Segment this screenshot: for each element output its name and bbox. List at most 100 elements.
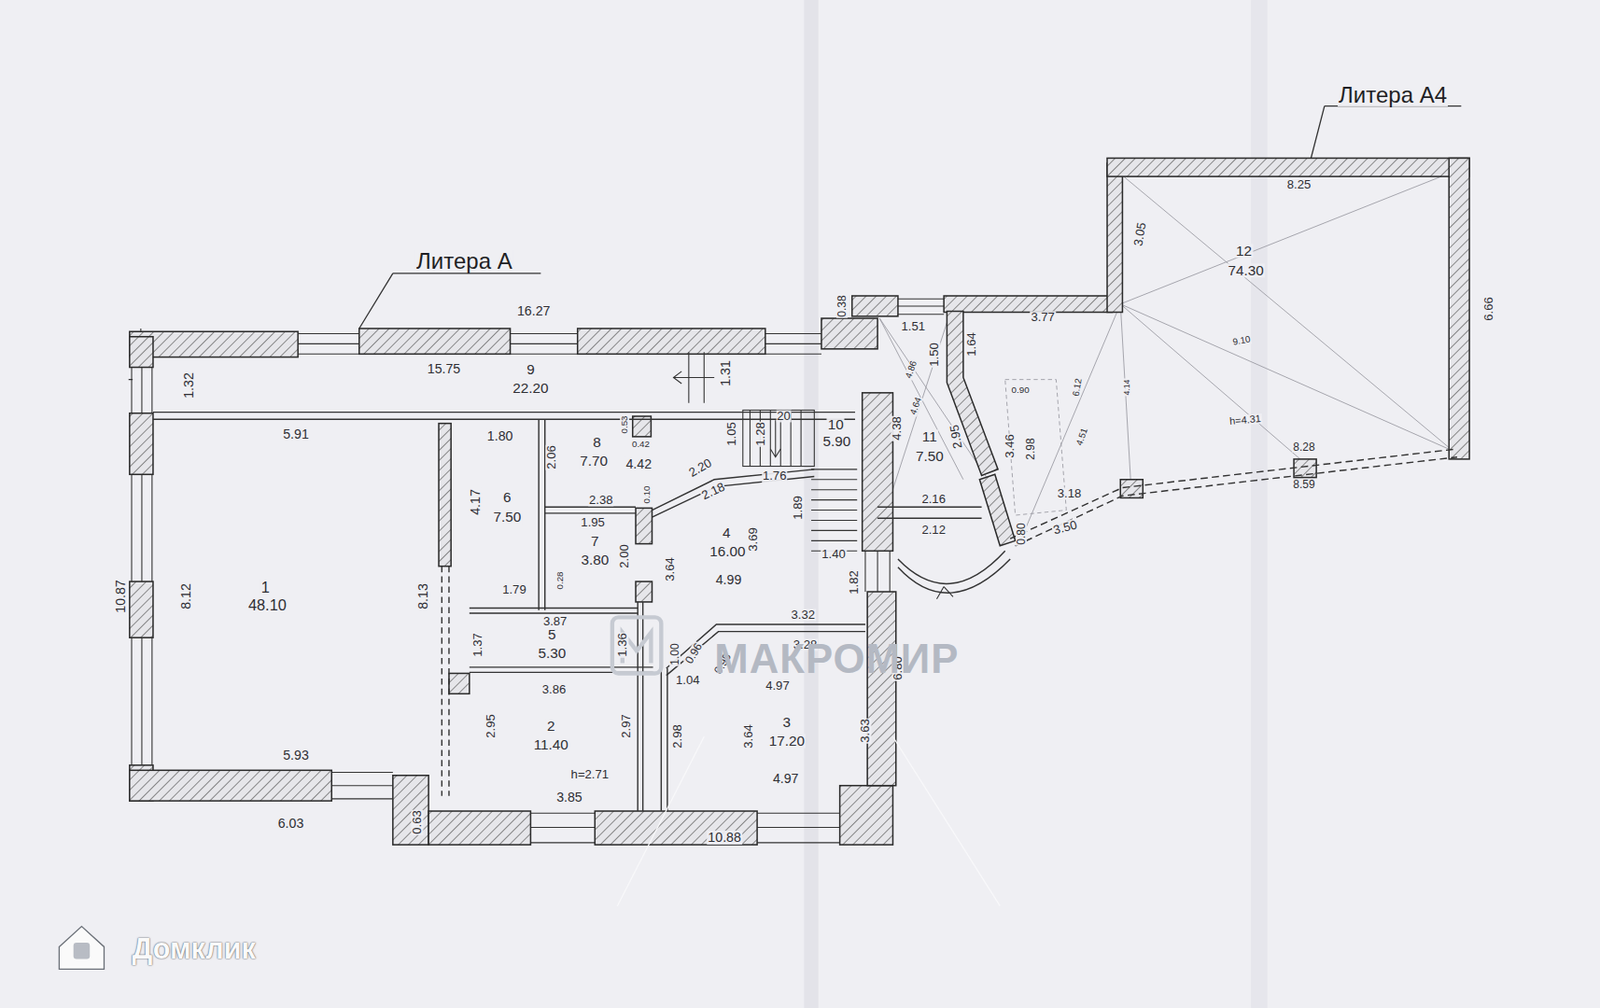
dimension-label: 3.85 [555,790,584,804]
dimension-label: 1.05 [725,421,738,447]
dimension-label: 4.64 [907,394,923,417]
dimension-label: 2.06 [546,444,559,470]
dimension-label: 2.12 [920,524,946,537]
dimension-label: 2.98 [1024,436,1037,461]
construction-lines [879,173,1453,542]
litera-title: Литера А [415,250,514,273]
litera-title: Литера А4 [1337,84,1448,107]
room-label: 11.40 [533,737,570,752]
dimension-label: 4.86 [903,358,919,380]
dimension-label: 1.51 [900,320,927,333]
dimension-label: 2.20 [686,455,715,479]
dimension-label: 3.18 [1056,488,1082,501]
dimension-label: 1.89 [791,495,804,521]
dimension-label: 2.97 [620,714,633,740]
room-label: 1 [260,578,271,594]
room-label: 17.20 [768,733,806,748]
dimension-label: 3.46 [1004,433,1017,459]
room-label: 8 [591,435,603,450]
dimension-label: 1.04 [674,674,701,688]
room-label: 3.80 [579,552,610,567]
room-label: 7 [589,534,601,549]
room-label: 74.30 [1227,263,1265,278]
dimension-label: 1.82 [847,569,860,595]
dimension-label: 4.17 [468,488,482,517]
dimension-label: 2.98 [671,723,684,749]
room-label: 11 [921,429,939,444]
paper-fold [803,0,818,1008]
dimension-label: 2.95 [947,422,965,450]
dimension-label: 3.32 [790,609,816,622]
windows [128,298,944,843]
dimension-label: 5.93 [281,748,310,762]
dimension-label: 3.69 [746,527,759,553]
dimension-label: 2.00 [617,543,631,569]
room-label: 2 [546,719,557,734]
dimension-label: 5.91 [281,426,310,440]
dimension-label: 4.97 [764,679,790,692]
dimension-label: 3.05 [1131,221,1149,249]
walls [129,157,1470,845]
dimension-label: 8.13 [415,583,429,612]
room-label: 7.50 [491,510,522,525]
room-label: 9 [525,362,536,377]
dimension-label: 1.95 [579,516,605,529]
dimension-label: 0.90 [1010,385,1031,395]
dimension-label: 1.32 [182,371,196,400]
dimension-label: 4.99 [715,573,744,587]
dimension-label: 0.38 [836,294,848,318]
dimension-label: 3.50 [1051,518,1080,537]
dimension-label: 1.36 [616,631,629,658]
leader-lines [359,106,1462,329]
dimension-label: 2.95 [484,714,497,740]
room-label: 12 [1235,243,1253,258]
dimension-label: 2.16 [920,492,946,506]
paper-fold [1250,0,1267,1008]
dimension-label: 6.66 [1482,295,1495,322]
brand-icon [58,926,104,970]
room-label: 7.50 [914,449,945,464]
room-label: 7.70 [578,453,609,468]
room-label: 5 [547,627,558,642]
dimension-label: 3.64 [743,723,756,749]
dimension-label: 10.88 [706,830,743,844]
dimension-label: 4.38 [890,415,903,441]
dimension-label: 1.79 [501,583,527,596]
dimension-label: h=4.31 [1227,413,1262,427]
dimension-label: 3.87 [542,615,568,628]
dimension-label: 4.97 [771,771,800,786]
dimension-label: 1.80 [486,429,515,443]
dimension-label: 2.38 [588,493,614,506]
room-label: 22.20 [511,381,549,396]
dimension-label: 0.63 [411,809,424,835]
dimension-label: 3.86 [541,683,567,696]
dimension-label: 16.27 [516,304,552,318]
dimension-label: 8.12 [179,583,193,612]
dimension-label: 1.40 [820,547,846,561]
room-label: 5.90 [821,435,852,450]
room-label: 6 [502,491,513,506]
dimension-label: 15.75 [426,362,463,376]
room-label: 3 [782,715,793,730]
room-label: 5.30 [536,645,567,660]
room-label: 10 [827,417,845,432]
dimension-label: 4.51 [1073,425,1089,448]
dimension-label: 1.64 [965,332,978,358]
dimension-label: 6.03 [277,816,306,830]
dimension-label: 4.42 [624,457,653,471]
dimension-label: 0.96 [683,640,705,667]
dimension-label: 6.12 [1071,377,1084,398]
room-label: 16.00 [708,545,746,560]
dimension-label: 0.10 [642,485,652,506]
dimension-label: 8.28 [1291,441,1316,453]
dimension-label: 4.14 [1122,378,1131,397]
dimension-label: 3.64 [664,556,677,582]
dimension-label: 9.10 [1231,334,1252,347]
watermark: МАКРОМИР [713,638,960,680]
dimension-label: 0.53 [619,414,630,435]
dimension-label: 0.42 [631,439,651,450]
dimension-label: 3.63 [858,717,871,744]
dimension-label: 1.50 [928,342,941,368]
